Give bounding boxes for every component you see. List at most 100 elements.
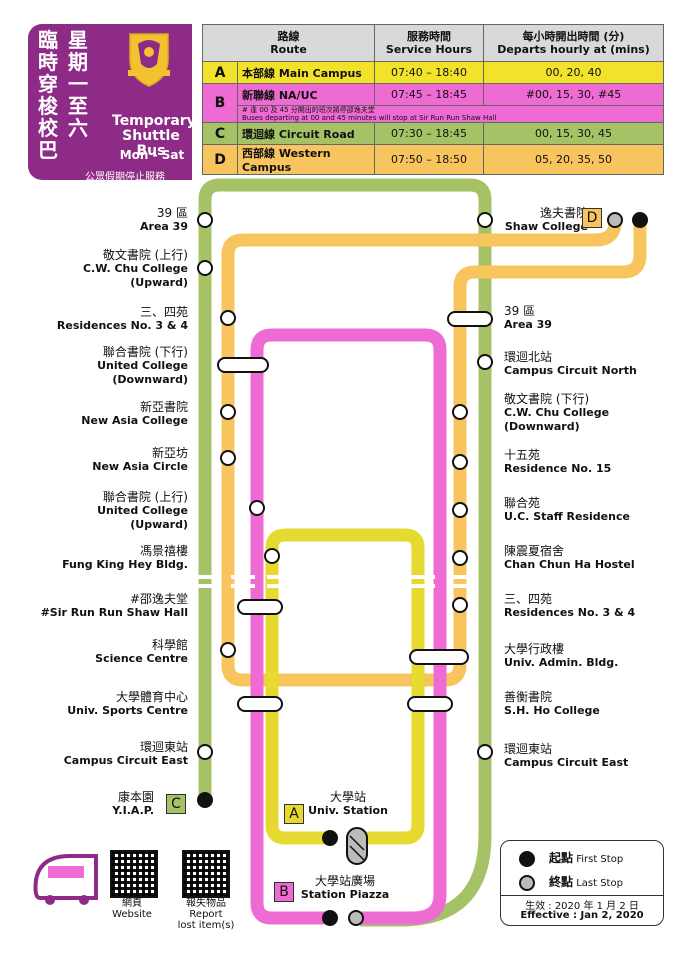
stop-en: C.W. Chu College [504, 406, 610, 419]
legend-zh: 起點 [549, 851, 574, 865]
legend-first: 起點 First Stop [549, 849, 623, 866]
stop-marker-wide [409, 649, 469, 665]
stop-en: United College [97, 359, 188, 372]
route-d-marker: D [582, 208, 602, 228]
stop-en: Residences No. 3 & 4 [56, 319, 188, 332]
service-hours: 07:45 – 18:45 [374, 83, 484, 106]
stop-zh: 逸夫書院 [539, 206, 588, 220]
stop-zh: 科學館 [151, 638, 188, 652]
stop-en: Campus Circuit East [504, 756, 629, 769]
service-days: Mon - Sat [119, 148, 185, 162]
last-stop-icon [519, 875, 535, 891]
legend-divider [501, 895, 663, 896]
stop-marker [264, 548, 280, 564]
stop-label-left: #邵逸夫堂#Sir Run Run Shaw Hall [20, 592, 188, 620]
service-hours: 07:40 – 18:40 [374, 61, 484, 84]
stop-en: Univ. Sports Centre [67, 704, 188, 717]
hatch [349, 835, 365, 851]
title-badge: 臨 時 穿 梭 校 巴 星 期 一 至 六 Temporary Shuttle … [28, 24, 196, 202]
stop-marker-wide [237, 599, 283, 615]
stop-en: Y.I.A.P. [112, 804, 154, 817]
header-zh: 服務時間 [407, 30, 451, 43]
website-qr-code[interactable] [110, 850, 158, 898]
route-b-line [250, 328, 447, 925]
stop-label-left: 聯合書院 (下行)United College(Downward) [20, 345, 188, 387]
stop-marker [477, 212, 493, 228]
service-hours: 07:50 – 18:50 [374, 144, 484, 175]
stop-en: Residence No. 15 [504, 462, 612, 475]
stop-zh: 敬文書院 (下行) [504, 392, 590, 406]
stop-en: (Upward) [130, 276, 188, 289]
stop-zh: 敬文書院 (上行) [102, 248, 188, 262]
stop-marker [452, 404, 468, 420]
title-char: 巴 [38, 138, 58, 162]
holiday-en-line: public holidays [87, 191, 163, 202]
departure-minutes: 05, 20, 35, 50 [483, 144, 664, 175]
stop-zh: 陳震夏宿舍 [504, 544, 565, 558]
stop-en: Fung King Hey Bldg. [62, 558, 188, 571]
stop-zh: 善衡書院 [504, 690, 553, 704]
effective-date-en: Effective : Jan 2, 2020 [520, 910, 644, 921]
route-name: 新聯線 NA/UC [237, 83, 375, 106]
first-stop-marker [322, 830, 338, 846]
stop-zh: 新亞坊 [151, 446, 188, 460]
holiday-note-zh: 公眾假期停止服務 [85, 172, 165, 183]
holiday-en-line: No service on [90, 180, 160, 191]
table-row-note: # 逢 00 及 45 分開出的班次將停邵逸夫堂 Buses departing… [203, 105, 664, 123]
title-char: 臨 [38, 28, 58, 52]
route-c-line [198, 178, 492, 927]
title-char: 期 [68, 50, 88, 74]
stop-zh: 39 區 [156, 206, 188, 220]
stop-marker-wide [407, 696, 453, 712]
stop-zh: 聯合苑 [504, 496, 541, 510]
stop-marker [220, 310, 236, 326]
stop-marker [477, 744, 493, 760]
stop-marker [249, 500, 265, 516]
route-name: 西部線 Western Campus [237, 144, 375, 175]
stop-en: Campus Circuit North [504, 364, 637, 377]
stop-zh: #邵逸夫堂 [129, 592, 188, 606]
stop-marker [452, 454, 468, 470]
stop-marker [197, 212, 213, 228]
title-char: 至 [68, 94, 88, 118]
route-letter: C [202, 122, 238, 145]
stop-marker [220, 450, 236, 466]
stop-marker [197, 744, 213, 760]
stop-en: (Downward) [504, 420, 580, 433]
title-char: 穿 [38, 72, 58, 96]
stop-en: (Upward) [130, 518, 188, 531]
route-letter: A [202, 61, 238, 84]
last-stop-marker [607, 212, 623, 228]
header-zh: 每小時開出時間 (分) [522, 30, 625, 43]
station-zh: 大學站廣場 [314, 874, 375, 888]
stop-en: Campus Circuit East [63, 754, 188, 767]
stop-zh: 新亞書院 [139, 400, 188, 414]
departure-minutes: #00, 15, 30, #45 [483, 83, 664, 106]
title-char: 星 [68, 28, 88, 52]
stop-en: C.W. Chu College [82, 262, 188, 275]
stop-en: U.C. Staff Residence [504, 510, 630, 523]
stop-en: United College [97, 504, 188, 517]
report-lost-qr-code[interactable] [182, 850, 230, 898]
table-row: B 新聯線 NA/UC 07:45 – 18:45 #00, 15, 30, #… [202, 83, 664, 123]
stop-en: Science Centre [95, 652, 188, 665]
first-stop-icon [519, 851, 535, 867]
effective-date-zh: 生效 : 2020 年 1 月 2 日 [525, 901, 639, 912]
stop-marker-wide [447, 311, 493, 327]
station-en: Univ. Station [308, 804, 388, 817]
stop-zh: 聯合書院 (上行) [102, 490, 188, 504]
first-stop-marker [197, 792, 213, 808]
